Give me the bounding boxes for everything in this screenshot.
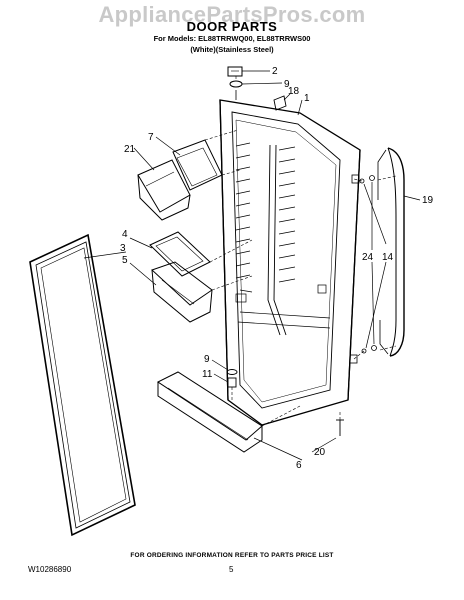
document-number: W10286890 xyxy=(28,565,72,574)
callout-20: 20 xyxy=(314,447,326,458)
callout-14: 14 xyxy=(382,252,394,263)
handle-screws xyxy=(359,175,377,354)
callout-6: 6 xyxy=(296,460,302,471)
callout-2: 2 xyxy=(272,66,278,77)
callout-9-bottom: 9 xyxy=(204,354,210,365)
page-title: DOOR PARTS xyxy=(186,19,278,34)
door-stop xyxy=(273,95,287,111)
lower-door-bin xyxy=(157,371,263,453)
screw xyxy=(336,419,344,436)
door-liner xyxy=(219,99,361,426)
callout-1: 1 xyxy=(304,93,310,104)
callout-21: 21 xyxy=(124,144,136,155)
watermark: AppliancePartsPros.com xyxy=(98,2,366,27)
leader-lines xyxy=(83,70,421,461)
callout-19: 19 xyxy=(422,195,434,206)
callout-3: 3 xyxy=(120,243,126,254)
top-hinge-parts xyxy=(227,66,243,100)
callout-9-top: 9 xyxy=(284,79,290,90)
liner-shelf-ribs xyxy=(235,142,296,283)
callout-11: 11 xyxy=(202,369,213,380)
callout-5: 5 xyxy=(122,255,128,266)
ordering-info: FOR ORDERING INFORMATION REFER TO PARTS … xyxy=(130,552,334,559)
model-variants: (White)(Stainless Steel) xyxy=(190,45,274,54)
model-list: For Models: EL88TRRWQ00, EL88TRRWS00 xyxy=(153,34,311,43)
assembly-guide-lines xyxy=(204,76,397,427)
callout-24: 24 xyxy=(362,252,374,263)
door-gasket xyxy=(29,233,136,537)
page-number: 5 xyxy=(229,565,234,574)
callout-7: 7 xyxy=(148,132,154,143)
middle-bin-cover xyxy=(149,231,211,277)
callout-18: 18 xyxy=(288,86,300,97)
callout-labels: 2 9 18 1 7 21 19 4 3 5 24 14 9 11 20 6 xyxy=(120,66,434,471)
door-handle xyxy=(377,147,405,357)
bottom-hinge-parts xyxy=(226,369,238,388)
upper-door-bins xyxy=(137,139,223,221)
callout-4: 4 xyxy=(122,229,128,240)
